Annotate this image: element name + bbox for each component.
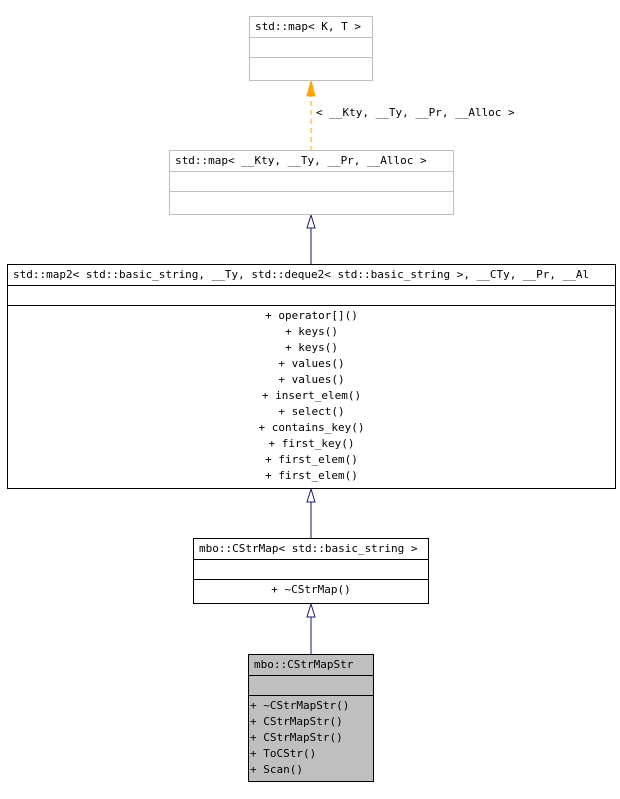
class-title: std::map< K, T >: [255, 20, 361, 33]
operation: + first_elem(): [265, 469, 358, 482]
operations-section: + ~CStrMap(): [194, 579, 428, 601]
operation: + contains_key(): [258, 421, 365, 434]
class-box-std-map-k-t[interactable]: std::map< K, T >: [249, 16, 373, 81]
inherit-arrowhead-cstrmap: [306, 487, 316, 503]
class-title: mbo::CStrMapStr: [254, 658, 354, 671]
operation: + CStrMapStr(): [250, 731, 343, 744]
operation: + ~CStrMapStr(): [250, 699, 350, 712]
operation: + first_elem(): [265, 453, 358, 466]
operations-section: [250, 57, 372, 77]
operation: + first_key(): [268, 437, 355, 450]
operation: + CStrMapStr(): [250, 715, 343, 728]
attributes-section: [194, 559, 428, 579]
class-title: std::map2< std::basic_string, __Ty, std:…: [13, 268, 590, 281]
operation: + ToCStr(): [250, 747, 317, 760]
attributes-section: [250, 37, 372, 57]
inherit-arrowhead-map2: [306, 213, 316, 229]
class-box-std-map2[interactable]: std::map2< std::basic_string, __Ty, std:…: [7, 264, 616, 489]
operations-section: [170, 191, 453, 211]
operation: + operator[](): [265, 309, 358, 322]
operations-section: + operator[]() + keys() + keys() + value…: [8, 305, 615, 487]
attributes-section: [170, 171, 453, 191]
operations-section: + ~CStrMapStr() + CStrMapStr() + CStrMap…: [249, 695, 373, 781]
template-binding-label: < __Kty, __Ty, __Pr, __Alloc >: [316, 106, 515, 119]
operation: + values(): [278, 373, 345, 386]
operation: + keys(): [285, 325, 338, 338]
attributes-section: [8, 285, 615, 305]
class-box-cstrmapstr[interactable]: mbo::CStrMapStr + ~CStrMapStr() + CStrMa…: [248, 654, 374, 782]
class-box-std-map-kty[interactable]: std::map< __Kty, __Ty, __Pr, __Alloc >: [169, 150, 454, 215]
inherit-arrowhead-cstrmapstr: [306, 602, 316, 618]
operation: + values(): [278, 357, 345, 370]
operation: + ~CStrMap(): [271, 583, 351, 596]
operation: + keys(): [285, 341, 338, 354]
class-title: std::map< __Kty, __Ty, __Pr, __Alloc >: [175, 154, 427, 167]
attributes-section: [249, 675, 373, 695]
operation: + insert_elem(): [261, 389, 362, 402]
class-title: mbo::CStrMap< std::basic_string >: [199, 542, 418, 555]
operation: + select(): [278, 405, 345, 418]
operation: + Scan(): [250, 763, 303, 776]
class-box-cstrmap[interactable]: mbo::CStrMap< std::basic_string > + ~CSt…: [193, 538, 429, 604]
template-arrowhead: [306, 79, 316, 97]
